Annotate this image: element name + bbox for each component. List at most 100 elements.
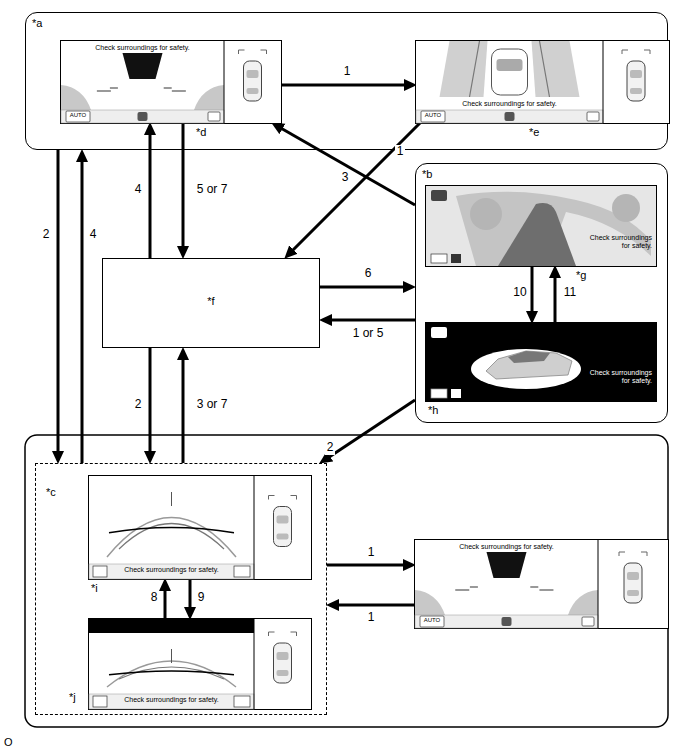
panel-divider [598,540,599,628]
guide-line [107,518,236,558]
flow-arrow [277,126,415,205]
step-number: 5 or 7 [195,183,230,196]
screen-view: Check surroundings for safety.*h [426,323,656,401]
guide-bracket [622,50,650,54]
vehicle-window [508,351,550,363]
screen-ground [426,323,656,401]
callout-label: *d [196,126,220,139]
flow-arrow [554,272,557,323]
black-band [89,619,254,633]
callout-label: *f [103,295,319,308]
distance-line [109,528,234,533]
screen-message: Check surroundings for safety. [586,369,652,385]
step-number: 10 [511,286,528,299]
screen-image [89,476,311,579]
group-box: *bCheck surroundings for safety. *gCheck … [415,163,668,423]
flow-arrow [182,354,185,463]
distance-line [109,671,234,675]
corner-sensor-area [61,85,91,110]
guide-bracket [239,50,267,54]
vehicle-window [247,88,259,94]
button-label: AUTO [67,112,89,119]
vehicle-window [630,88,642,94]
guide-bracket [269,496,297,500]
callout-label: *g [576,269,600,282]
vehicle-window [630,70,642,78]
callout-label: *h [428,404,452,417]
button-label: AUTO [421,617,443,624]
auto-button [420,616,444,627]
center-mark [171,649,172,663]
screen-view: Check surroundings for safety.*j [89,619,311,709]
view-icon [431,254,447,263]
button-label: AUTO [422,112,444,119]
vehicle-3d [486,351,572,379]
turntable [471,349,581,389]
step-number: 6 [363,267,374,280]
auto-button [421,111,445,122]
screen-image [426,323,656,401]
view-icon [587,112,599,121]
callout-label: *b [422,168,446,181]
step-number: 1 [395,145,406,158]
screen-message: Check surroundings for safety. [109,566,234,574]
wheel-shadow [612,194,640,222]
step-number: 2 [325,441,336,454]
vehicle-window [277,652,289,660]
screen-ground [426,186,656,266]
view-icon [234,696,250,707]
view-icon [93,696,107,707]
corner-sensor-area [415,590,445,615]
flow-arrow [164,585,167,619]
step-number: 11 [562,286,578,299]
screen-view: Check surroundings for safety.AUTO*e [416,41,669,123]
guide-line [455,587,553,590]
panel-divider [254,619,255,709]
flow-arrow [81,156,84,463]
flow-arrow [326,319,415,322]
screen-ground [89,476,311,579]
callout-label: *j [69,691,87,704]
screen-view: Check surroundings for safety. AUTO [415,540,668,628]
callout-label: *a [32,17,56,30]
panel-divider [224,41,225,123]
vehicle-top [492,49,528,95]
pause-icon [451,389,461,398]
view-icon [208,112,220,121]
step-number: 4 [88,228,99,241]
group-outline [25,435,668,727]
control-bar [89,694,254,709]
guide-line [107,661,236,687]
screen-image [416,41,669,123]
screen-image [89,619,311,709]
vehicle-window [247,70,259,78]
view-icon [431,190,447,201]
vehicle-icon [627,61,645,101]
guide-line [97,88,186,91]
view-icon [505,112,515,121]
vehicle-icon [624,563,642,603]
view-icon [138,112,148,121]
step-number: 8 [149,591,160,604]
callout-label: *c [46,486,70,499]
view-icon [502,617,512,626]
control-bar [415,615,598,628]
step-number: 2 [41,228,52,241]
vehicle-window [497,59,523,71]
vehicle-front [487,552,527,578]
corner-sensor-area [568,590,598,615]
control-bar [89,564,254,579]
panel-divider [603,41,604,123]
flow-arrow [333,604,415,607]
screen-message: Check surroundings for safety. [415,543,598,551]
guide-bracket [619,552,647,556]
control-bar [61,110,224,123]
view-icon [234,566,250,577]
screen-message: Check surroundings for safety. [416,100,603,108]
side-view-area [532,41,580,97]
screen-ground [61,41,281,123]
step-number: 1 [366,611,377,624]
vehicle-front [123,53,163,79]
screen-view: Check surroundings for safety.AUTO*d [61,41,281,123]
